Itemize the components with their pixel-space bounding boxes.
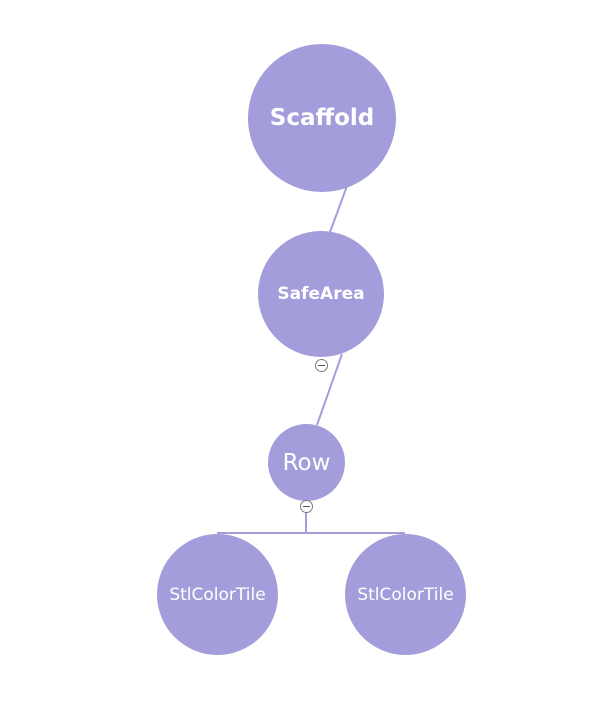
node-stlcolortile-2[interactable]: StlColorTile [345,534,466,655]
node-stlcolortile-1[interactable]: StlColorTile [157,534,278,655]
node-row[interactable]: Row [268,424,345,501]
node-scaffold[interactable]: Scaffold [248,44,396,192]
edge-safearea-row [316,353,343,426]
node-row-label: Row [282,449,331,476]
node-stlcolortile-2-label: StlColorTile [357,584,454,605]
collapse-minus-icon[interactable] [315,359,328,372]
edge-scaffold-safearea [329,185,348,233]
collapse-minus-icon[interactable] [300,500,313,513]
node-stlcolortile-1-label: StlColorTile [169,584,266,605]
node-safearea[interactable]: SafeArea [258,231,384,357]
node-scaffold-label: Scaffold [269,105,375,131]
node-safearea-label: SafeArea [277,284,365,304]
